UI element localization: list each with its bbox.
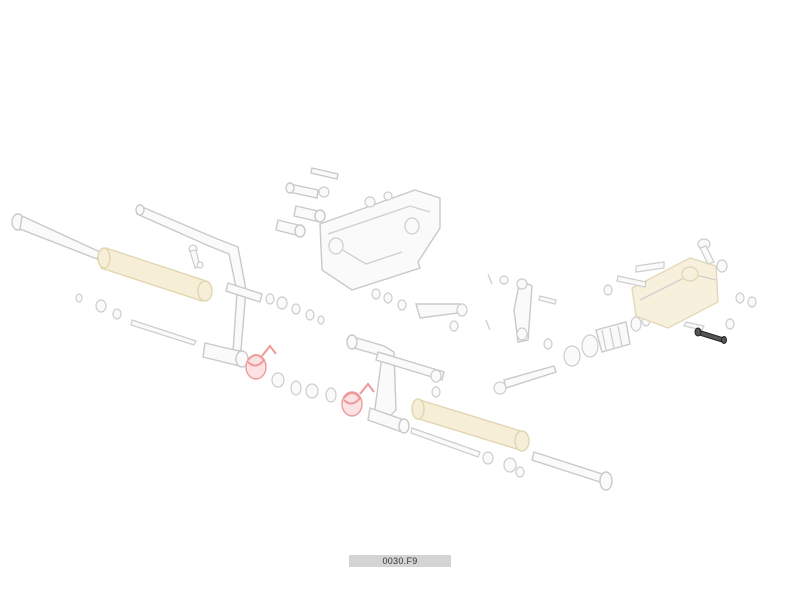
left-bushing xyxy=(97,247,213,302)
center-return-spring xyxy=(341,382,375,417)
bracket-pins xyxy=(275,167,339,238)
left-hardware xyxy=(75,244,337,403)
reference-label-box: 0030.F9 xyxy=(349,555,451,567)
left-long-bolt xyxy=(11,213,101,260)
center-left-washers xyxy=(265,293,325,325)
top-mounting-bracket xyxy=(319,189,441,291)
right-link-rod xyxy=(485,273,581,395)
middle-linkage-arm xyxy=(371,288,468,332)
right-long-bolt xyxy=(531,451,613,491)
right-lower-hardware xyxy=(410,427,525,478)
right-bushing xyxy=(411,398,530,452)
master-cylinder-body xyxy=(603,238,757,331)
center-pedal-lever xyxy=(346,334,445,434)
left-return-spring xyxy=(245,344,277,380)
highlighted-pin xyxy=(694,327,727,344)
reference-code-label: 0030.F9 xyxy=(382,556,418,566)
right-spring-piston xyxy=(581,313,651,358)
left-pedal-lever xyxy=(135,204,263,368)
